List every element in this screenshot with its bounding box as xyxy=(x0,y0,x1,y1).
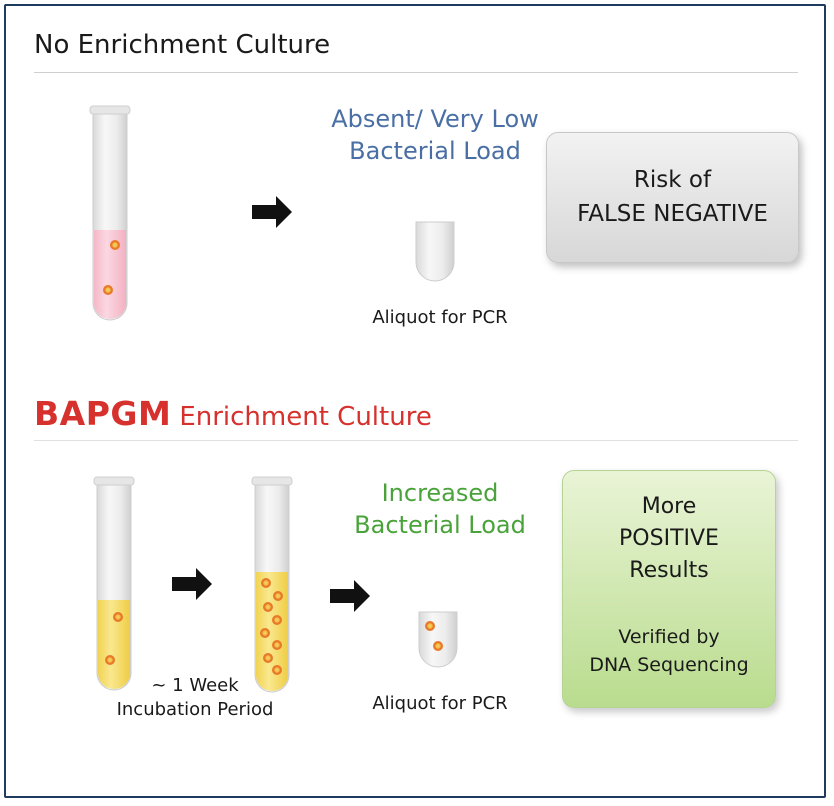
arrow-right-icon xyxy=(172,568,212,600)
section-divider-2 xyxy=(34,440,798,441)
load-label-increased: Increased Bacterial Load xyxy=(354,479,526,539)
section-divider xyxy=(34,72,798,73)
culture-tube-pink xyxy=(89,105,131,321)
bacteria-dot xyxy=(110,240,120,250)
bacteria-dot xyxy=(273,591,283,601)
culture-tube-yellow-dense xyxy=(251,476,293,693)
bacteria-dot xyxy=(113,612,123,622)
aliquot-label-2: Aliquot for PCR xyxy=(372,693,508,714)
bacteria-dot xyxy=(272,665,282,675)
result-box-more-positive: More POSITIVE Results Verified by DNA Se… xyxy=(562,470,776,708)
culture-tube-yellow-sparse xyxy=(93,476,135,691)
incubation-label: ~ 1 Week Incubation Period xyxy=(116,675,274,720)
bacteria-dot xyxy=(272,615,282,625)
enrichment-culture-title: Enrichment Culture xyxy=(179,402,432,432)
bacteria-dot xyxy=(105,655,115,665)
result-box-false-negative: Risk of FALSE NEGATIVE xyxy=(546,132,799,263)
aliquot-tube-empty xyxy=(415,221,455,282)
section-title-no-enrichment: No Enrichment Culture xyxy=(34,30,331,60)
bacteria-dot xyxy=(272,640,282,650)
bacteria-dot xyxy=(433,641,443,651)
bacteria-dot xyxy=(263,653,273,663)
bacteria-dot xyxy=(261,578,271,588)
bacteria-dot xyxy=(260,628,270,638)
aliquot-label-1: Aliquot for PCR xyxy=(372,307,508,328)
arrow-right-icon xyxy=(252,196,292,228)
bacteria-dot xyxy=(263,602,273,612)
bapgm-title: BAPGM xyxy=(34,394,172,433)
arrow-right-icon xyxy=(330,580,370,612)
bacteria-dot xyxy=(103,285,113,295)
aliquot-tube-positive xyxy=(418,611,458,668)
load-label-low: Absent/ Very Low Bacterial Load xyxy=(331,105,539,165)
bacteria-dot xyxy=(425,621,435,631)
